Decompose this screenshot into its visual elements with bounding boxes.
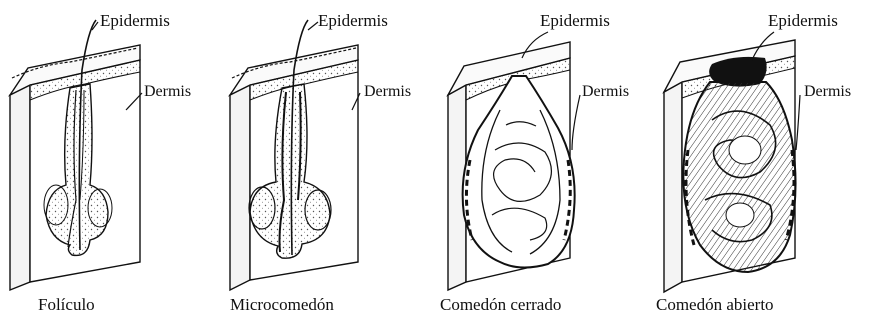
dermis-label: Dermis bbox=[144, 84, 191, 100]
dermis-label: Dermis bbox=[804, 84, 851, 100]
panel-microcomedon-drawing bbox=[230, 20, 358, 290]
skin-block-side bbox=[230, 85, 250, 290]
leader-line-dermis-3 bbox=[572, 95, 580, 150]
skin-block-side bbox=[10, 85, 30, 290]
dermis-label: Dermis bbox=[582, 84, 629, 100]
epidermis-label: Epidermis bbox=[100, 12, 170, 29]
caption-comedon-abierto: Comedón abierto bbox=[656, 296, 774, 313]
caption-microcomedon: Microcomedón bbox=[230, 296, 334, 313]
epidermis-label: Epidermis bbox=[768, 12, 838, 29]
leader-line-epidermis-2 bbox=[308, 22, 318, 30]
epidermis-label: Epidermis bbox=[318, 12, 388, 29]
panel-comedon-abierto-drawing bbox=[664, 40, 796, 292]
caption-foliculo: Folículo bbox=[38, 296, 95, 313]
leader-line-dermis-4 bbox=[796, 95, 800, 150]
epidermis-label: Epidermis bbox=[540, 12, 610, 29]
panel-comedon-cerrado-drawing bbox=[448, 42, 575, 290]
skin-block-side bbox=[664, 82, 682, 292]
panel-foliculo-drawing bbox=[10, 20, 140, 290]
caption-comedon-cerrado: Comedón cerrado bbox=[440, 296, 561, 313]
dermis-label: Dermis bbox=[364, 84, 411, 100]
